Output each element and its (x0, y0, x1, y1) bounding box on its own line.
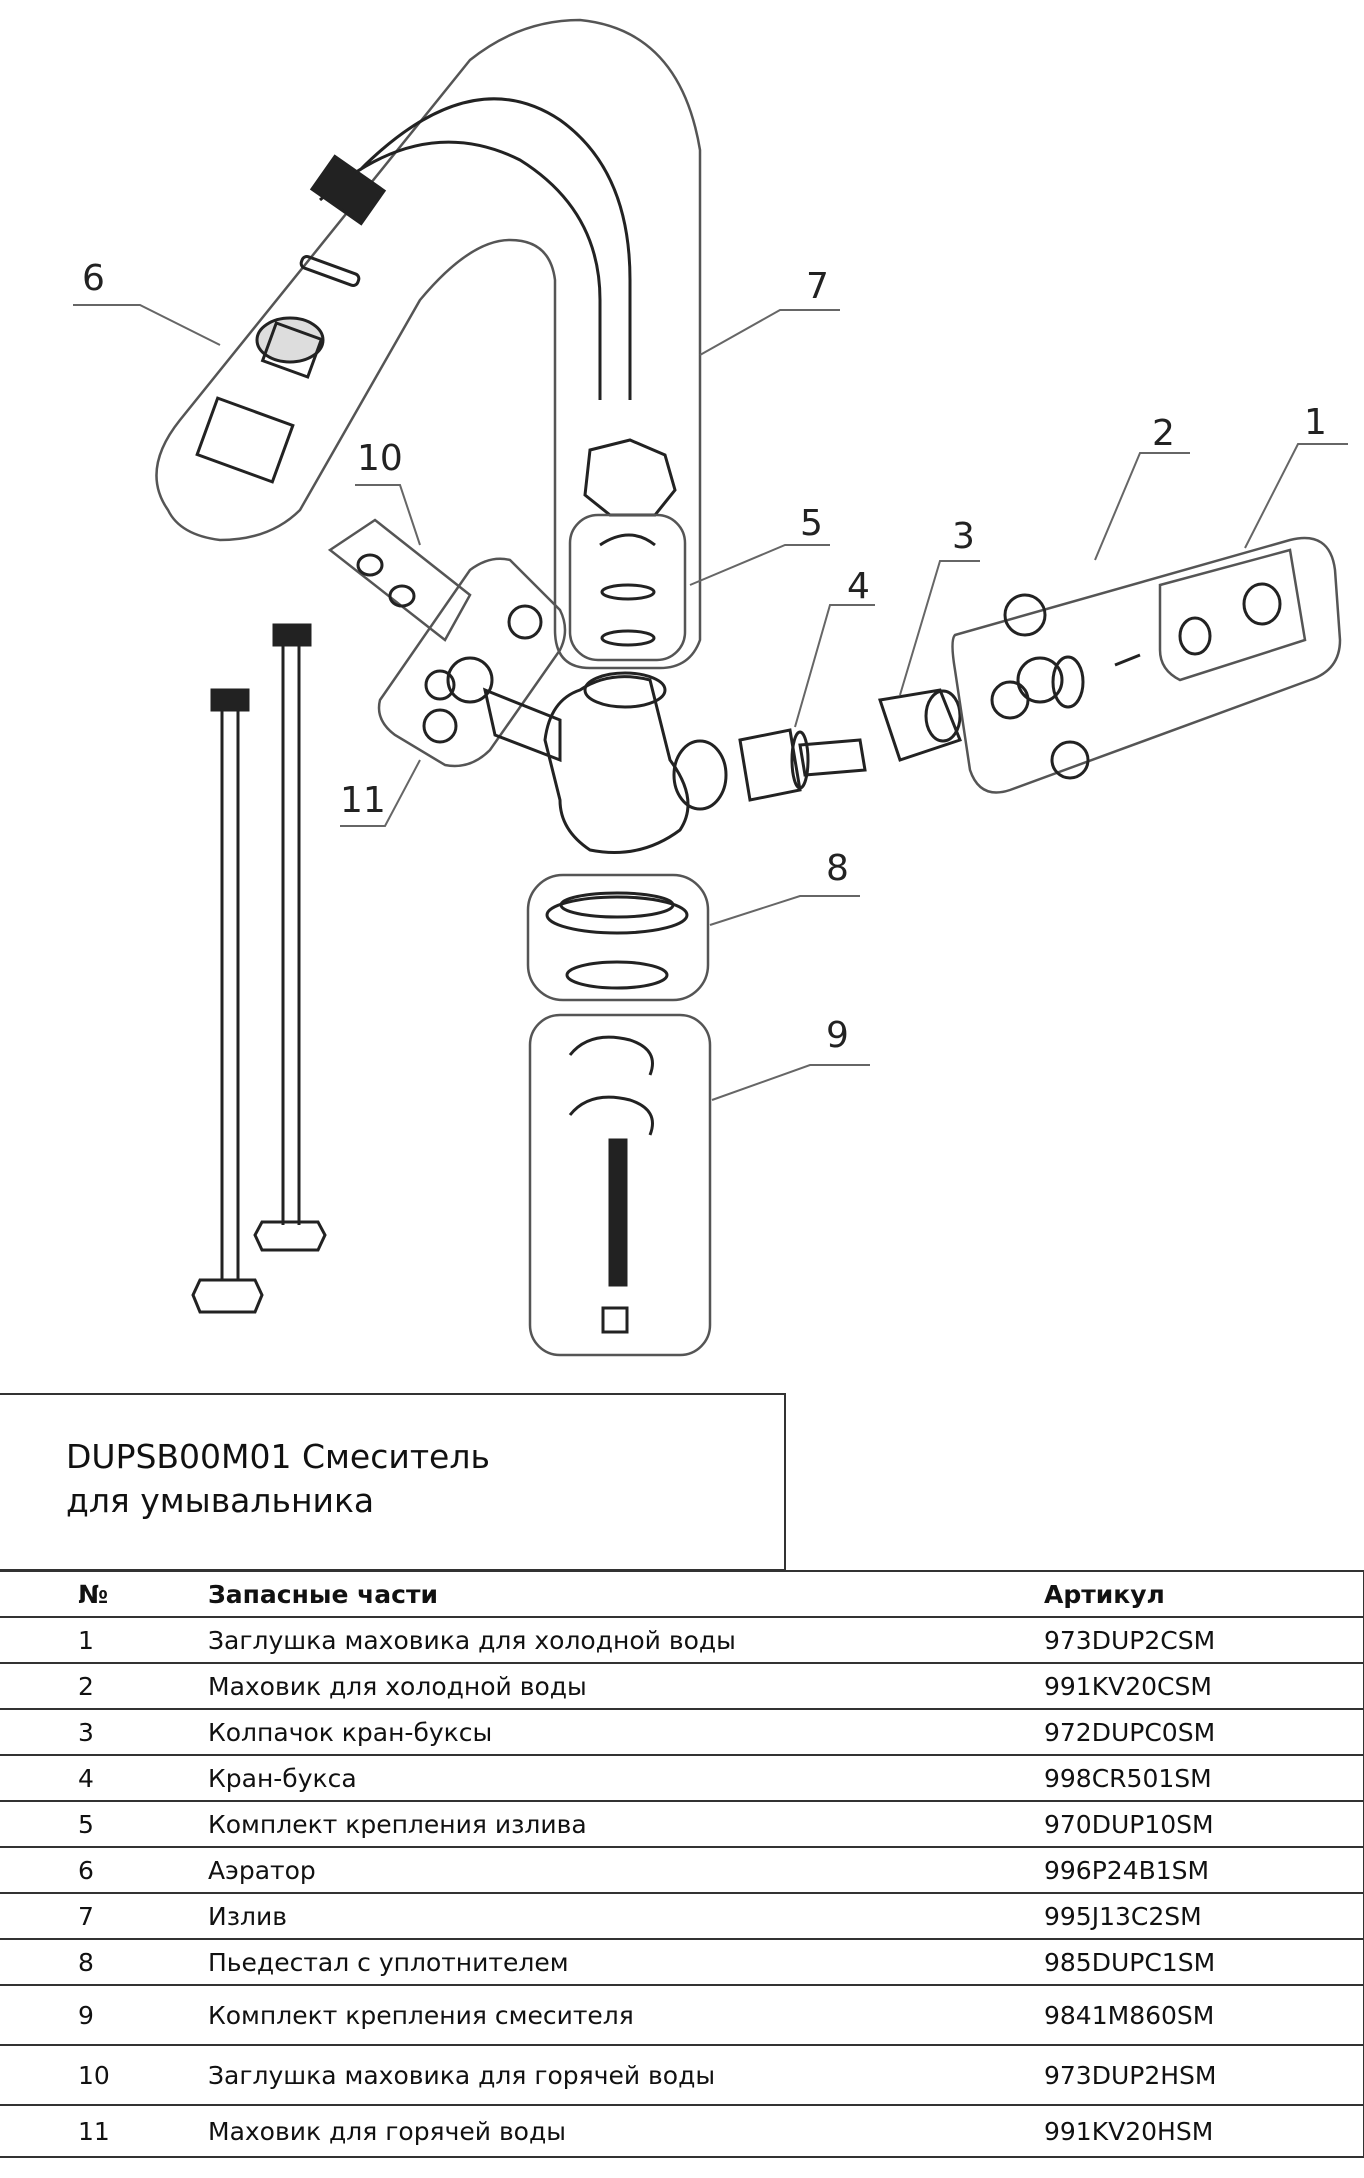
spout-group-outline (155, 18, 702, 670)
row-number: 5 (0, 1800, 200, 1848)
row-article: 996P24B1SM (1040, 1846, 1364, 1894)
callout-1: 1 (1304, 402, 1327, 443)
mixer-body (543, 675, 690, 854)
callout-5: 5 (800, 503, 823, 544)
row-part-name: Заглушка маховика для холодной воды (200, 1616, 1040, 1664)
row-number: 2 (0, 1662, 200, 1710)
row-part-name: Пьедестал с уплотнителем (200, 1938, 1040, 1986)
callout-10: 10 (357, 438, 403, 479)
row-article: 970DUP10SM (1040, 1800, 1364, 1848)
callout-7: 7 (806, 266, 829, 307)
row-number: 6 (0, 1846, 200, 1894)
row-part-name: Комплект крепления излива (200, 1800, 1040, 1848)
row-article: 972DUPC0SM (1040, 1708, 1364, 1756)
callout-6: 6 (82, 258, 105, 299)
row-number: 9 (0, 1984, 200, 2046)
table-header-row: № Запасные части Артикул (0, 1570, 1364, 1618)
header-article: Артикул (1040, 1570, 1364, 1618)
row-part-name: Колпачок кран-буксы (200, 1708, 1040, 1756)
row-article: 991KV20CSM (1040, 1662, 1364, 1710)
product-subtitle: для умывальника (66, 1481, 375, 1520)
callout-8: 8 (826, 848, 849, 889)
row-number: 11 (0, 2104, 200, 2158)
row-article: 973DUP2HSM (1040, 2044, 1364, 2106)
row-part-name: Маховик для горячей воды (200, 2104, 1040, 2158)
row-number: 3 (0, 1708, 200, 1756)
row-number: 10 (0, 2044, 200, 2106)
title-block: DUPSB00M01 Смеситель для умывальника (0, 1393, 786, 1571)
row-part-name: Кран-букса (200, 1754, 1040, 1802)
callout-11: 11 (340, 780, 386, 821)
header-number: № (0, 1570, 200, 1618)
row-number: 4 (0, 1754, 200, 1802)
callout-4: 4 (847, 566, 870, 607)
row-number: 8 (0, 1938, 200, 1986)
row-article: 985DUPC1SM (1040, 1938, 1364, 1986)
row-article: 995J13C2SM (1040, 1892, 1364, 1940)
header-parts: Запасные части (200, 1570, 1040, 1618)
row-number: 7 (0, 1892, 200, 1940)
row-article: 998CR501SM (1040, 1754, 1364, 1802)
row-article: 973DUP2CSM (1040, 1616, 1364, 1664)
exploded-view-diagram: 1 2 3 4 5 6 7 8 9 10 11 (73, 18, 1348, 1357)
row-part-name: Заглушка маховика для горячей воды (200, 2044, 1040, 2106)
callout-2: 2 (1152, 413, 1175, 454)
callout-3: 3 (952, 516, 975, 557)
row-part-name: Излив (200, 1892, 1040, 1940)
row-part-name: Аэратор (200, 1846, 1040, 1894)
spout-pipe (318, 97, 632, 400)
row-article: 991KV20HSM (1040, 2104, 1364, 2158)
product-title: DUPSB00M01 Смеситель (66, 1437, 490, 1476)
row-number: 1 (0, 1616, 200, 1664)
row-part-name: Маховик для холодной воды (200, 1662, 1040, 1710)
row-part-name: Комплект крепления смесителя (200, 1984, 1040, 2046)
row-article: 9841M860SM (1040, 1984, 1364, 2046)
callout-9: 9 (826, 1015, 849, 1056)
spout-tip (309, 154, 387, 226)
